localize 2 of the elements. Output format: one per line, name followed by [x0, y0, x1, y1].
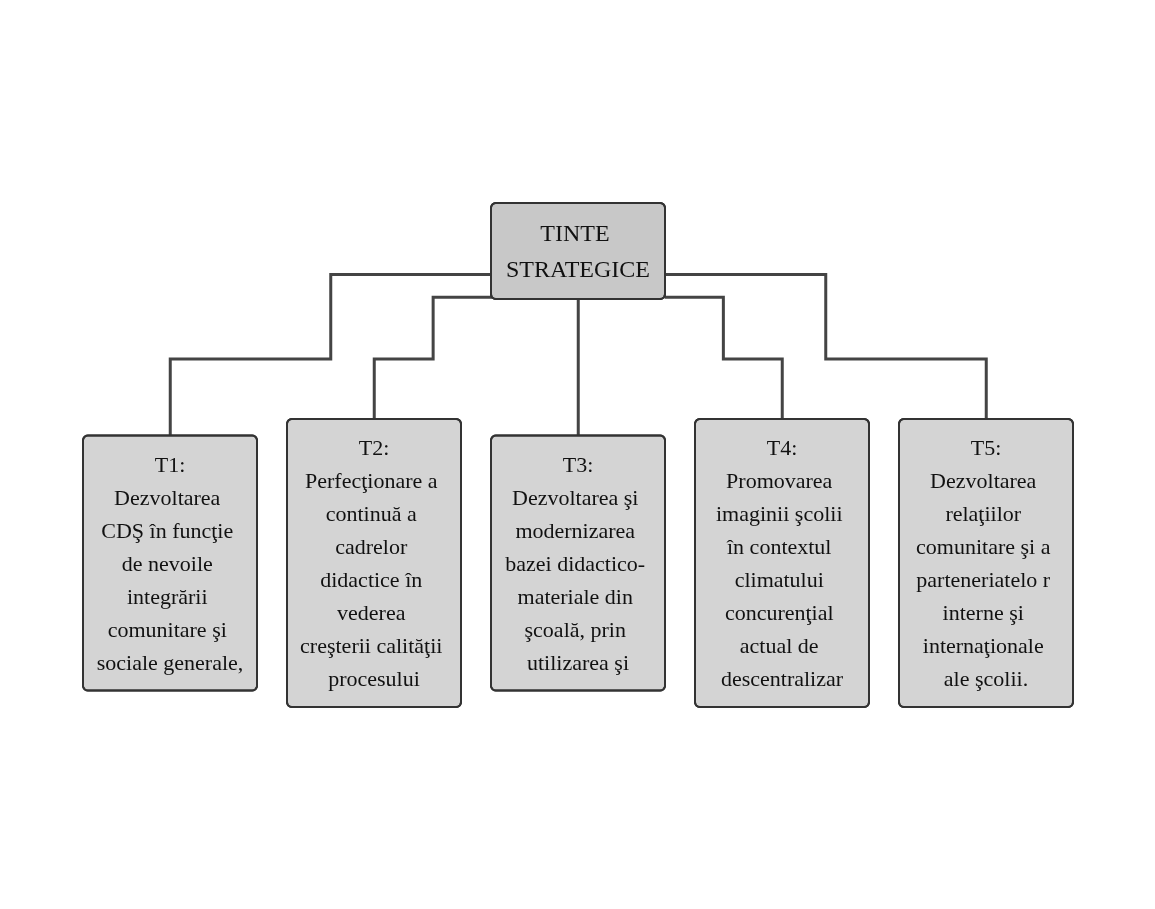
connector — [168, 272, 491, 437]
connector — [576, 297, 580, 437]
